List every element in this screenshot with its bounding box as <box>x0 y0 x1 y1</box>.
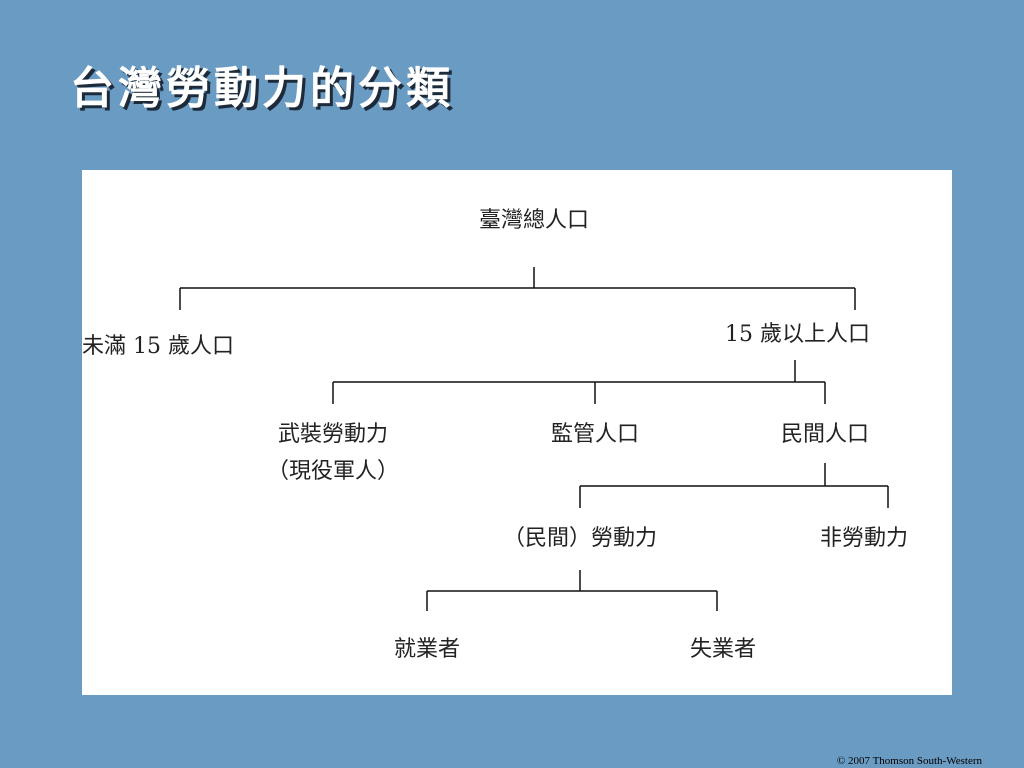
slide-title: 台灣勞動力的分類 <box>70 63 454 114</box>
copyright-notice: © 2007 Thomson South-Western <box>836 755 982 767</box>
node-institutional-population: 監管人口 <box>550 422 640 447</box>
connector-lines <box>179 267 889 611</box>
node-not-in-labor-force: 非勞動力 <box>819 526 909 551</box>
node-civilian-labor-force: （民間）勞動力 <box>502 526 658 551</box>
node-total-population: 臺灣總人口 <box>478 208 590 233</box>
node-15-and-over: 15 歲以上人口 <box>725 322 870 347</box>
node-civilian-population: 民間人口 <box>780 422 870 447</box>
labor-classification-diagram: 臺灣總人口 未滿 15 歲人口 15 歲以上人口 武裝勞動力 （現役軍人） 監管… <box>82 170 952 695</box>
node-under-15: 未滿 15 歲人口 <box>82 334 234 359</box>
node-armed-forces-note: （現役軍人） <box>266 459 400 484</box>
node-armed-forces: 武裝勞動力 <box>277 422 389 447</box>
node-employed: 就業者 <box>393 637 461 662</box>
node-unemployed: 失業者 <box>689 637 757 662</box>
